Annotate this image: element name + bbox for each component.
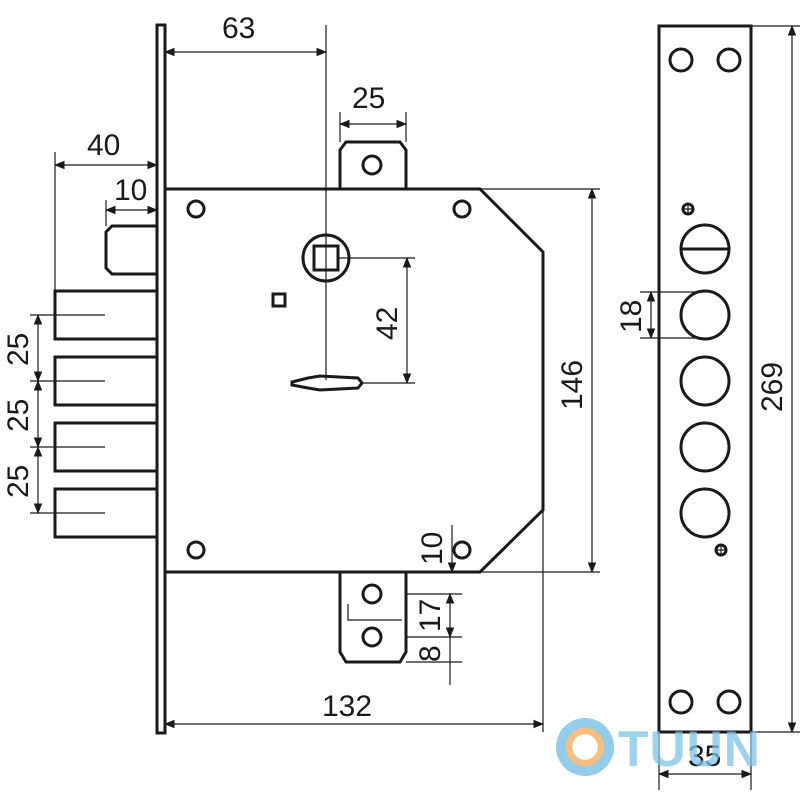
lock-case	[163, 187, 545, 574]
lock-side-view: 63 25 40 10 25 25 25 42 146	[2, 12, 600, 735]
dim-bolt-spacing-2: 25	[2, 399, 35, 432]
dim-faceplate-hole: 18	[615, 300, 648, 333]
small-square-mark	[271, 292, 287, 308]
dim-latch-offset: 10	[114, 174, 147, 207]
latch-bolt	[104, 224, 157, 276]
upper-mounting-tab	[338, 140, 408, 189]
faceplate-screw-hole	[668, 47, 694, 73]
dim-lower-hole-edge: 8	[414, 645, 447, 662]
dim-bolt-spacing-3: 25	[2, 465, 35, 498]
lower-mounting-tab	[338, 572, 408, 664]
case-screw-hole	[452, 540, 472, 560]
faceplate-screw-hole	[668, 689, 694, 715]
dim-lower-hole-spacing: 17	[414, 599, 447, 632]
watermark-logo-icon	[556, 718, 614, 776]
case-screw-hole	[452, 199, 472, 219]
faceplate-screw	[681, 202, 695, 216]
dim-bolt-spacing-1: 25	[2, 333, 35, 366]
upper-tab-hole	[361, 154, 383, 176]
dim-faceplate-height: 269	[756, 362, 789, 412]
faceplate-front-view: 18 269 35	[615, 24, 800, 790]
watermark: TUUN	[556, 714, 786, 784]
bolt-opening	[679, 487, 731, 539]
dim-case-height: 146	[556, 360, 589, 410]
bolt-opening	[679, 421, 731, 473]
case-screw-hole	[186, 199, 206, 219]
keyhole	[290, 374, 364, 392]
faceplate-screw	[714, 543, 728, 557]
faceplate-screw-hole	[716, 689, 742, 715]
dim-lower-tab-offset: 10	[416, 532, 449, 565]
lower-tab-hole-1	[361, 583, 383, 605]
dim-bolt-throw: 40	[87, 129, 120, 162]
dim-tab-width: 25	[352, 82, 385, 115]
dim-case-depth: 132	[322, 690, 372, 723]
dim-spindle-to-key: 42	[371, 307, 404, 340]
case-screw-hole	[186, 540, 206, 560]
bolt-opening	[679, 355, 731, 407]
watermark-text: TUUN	[618, 721, 761, 777]
dead-bolts	[53, 289, 159, 539]
faceplate-screw-hole	[716, 47, 742, 73]
dim-backset: 63	[222, 12, 255, 45]
dim-faceplate-width: 35	[688, 740, 721, 773]
bolt-opening	[679, 289, 731, 341]
faceplate	[657, 24, 753, 734]
lower-tab-hole-2	[361, 626, 383, 648]
